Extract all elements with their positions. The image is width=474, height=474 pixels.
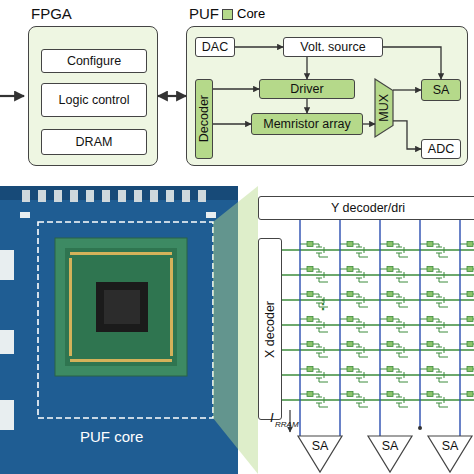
box-label: X decoder	[263, 301, 277, 358]
ellipsis-mark: ⋮	[316, 296, 330, 312]
box-label: Decoder	[197, 95, 211, 142]
connector-arrow	[383, 47, 441, 79]
fpga-block: FPGAConfigureLogic controlDRAM	[28, 26, 158, 166]
crossbar-schematic	[282, 220, 474, 436]
photo-label: PUF core	[80, 428, 143, 445]
box-label: Driver	[290, 82, 323, 96]
function-box: Logic control	[41, 83, 147, 117]
puf-block: PUFDACVolt. sourceDecoderDriverMemristor…	[186, 26, 468, 166]
decoder-bar: X decoder	[258, 238, 282, 420]
current-symbol: I	[270, 410, 274, 425]
box-label: DAC	[202, 40, 228, 54]
legend-text: Core	[237, 6, 265, 21]
amplifier-triangle: SA	[368, 436, 412, 472]
outline-shape	[368, 436, 412, 472]
box-label: Memristor array	[263, 117, 351, 131]
connector-arrow	[393, 121, 421, 149]
outline-shape	[428, 436, 472, 472]
box-label: SA	[312, 439, 329, 453]
link-arrow	[0, 95, 24, 97]
amplifier-triangle: SA	[428, 436, 472, 472]
zoom-wedge	[213, 186, 258, 474]
block-heading: PUF	[189, 5, 219, 22]
box-label: SA	[442, 439, 459, 453]
converter-box: DAC	[195, 37, 235, 57]
box-label: Y decoder/dri	[331, 201, 405, 215]
box-label: Volt. source	[300, 40, 365, 54]
legend-swatch	[222, 9, 233, 20]
connector-arrow	[363, 123, 375, 124]
box-label: Configure	[67, 54, 121, 68]
connector-arrow	[306, 99, 307, 113]
driver-box: Driver	[259, 79, 355, 99]
connector-arrow	[158, 95, 186, 97]
connector-arrow	[393, 89, 421, 90]
box-label: DRAM	[76, 135, 113, 149]
box-label: MUX	[377, 94, 391, 122]
amplifier-box: SA	[421, 79, 461, 101]
function-box: Configure	[41, 49, 147, 73]
current-subscript: RRAM	[275, 420, 299, 429]
box-label: ADC	[428, 142, 454, 156]
box-label: SA	[433, 83, 450, 97]
memory-box: DRAM	[41, 129, 147, 155]
converter-box: ADC	[421, 139, 461, 159]
decoder-bar: Y decoder/dri	[258, 196, 474, 220]
mux-shape: MUX	[375, 79, 393, 137]
connector-arrow	[213, 123, 251, 124]
box-label: SA	[382, 439, 399, 453]
pcb-photo	[0, 186, 238, 474]
connector-arrow	[213, 88, 259, 89]
source-box: Volt. source	[283, 37, 383, 57]
block-heading: FPGA	[31, 5, 72, 22]
amplifier-triangle: SA	[298, 436, 342, 472]
box-label: Logic control	[59, 93, 130, 107]
array-box: Memristor array	[251, 113, 363, 135]
connector-arrow	[235, 46, 283, 47]
decoder-box: Decoder	[195, 79, 213, 159]
outline-shape	[298, 436, 342, 472]
outline-shape	[375, 79, 393, 137]
connector-arrow	[306, 57, 307, 79]
